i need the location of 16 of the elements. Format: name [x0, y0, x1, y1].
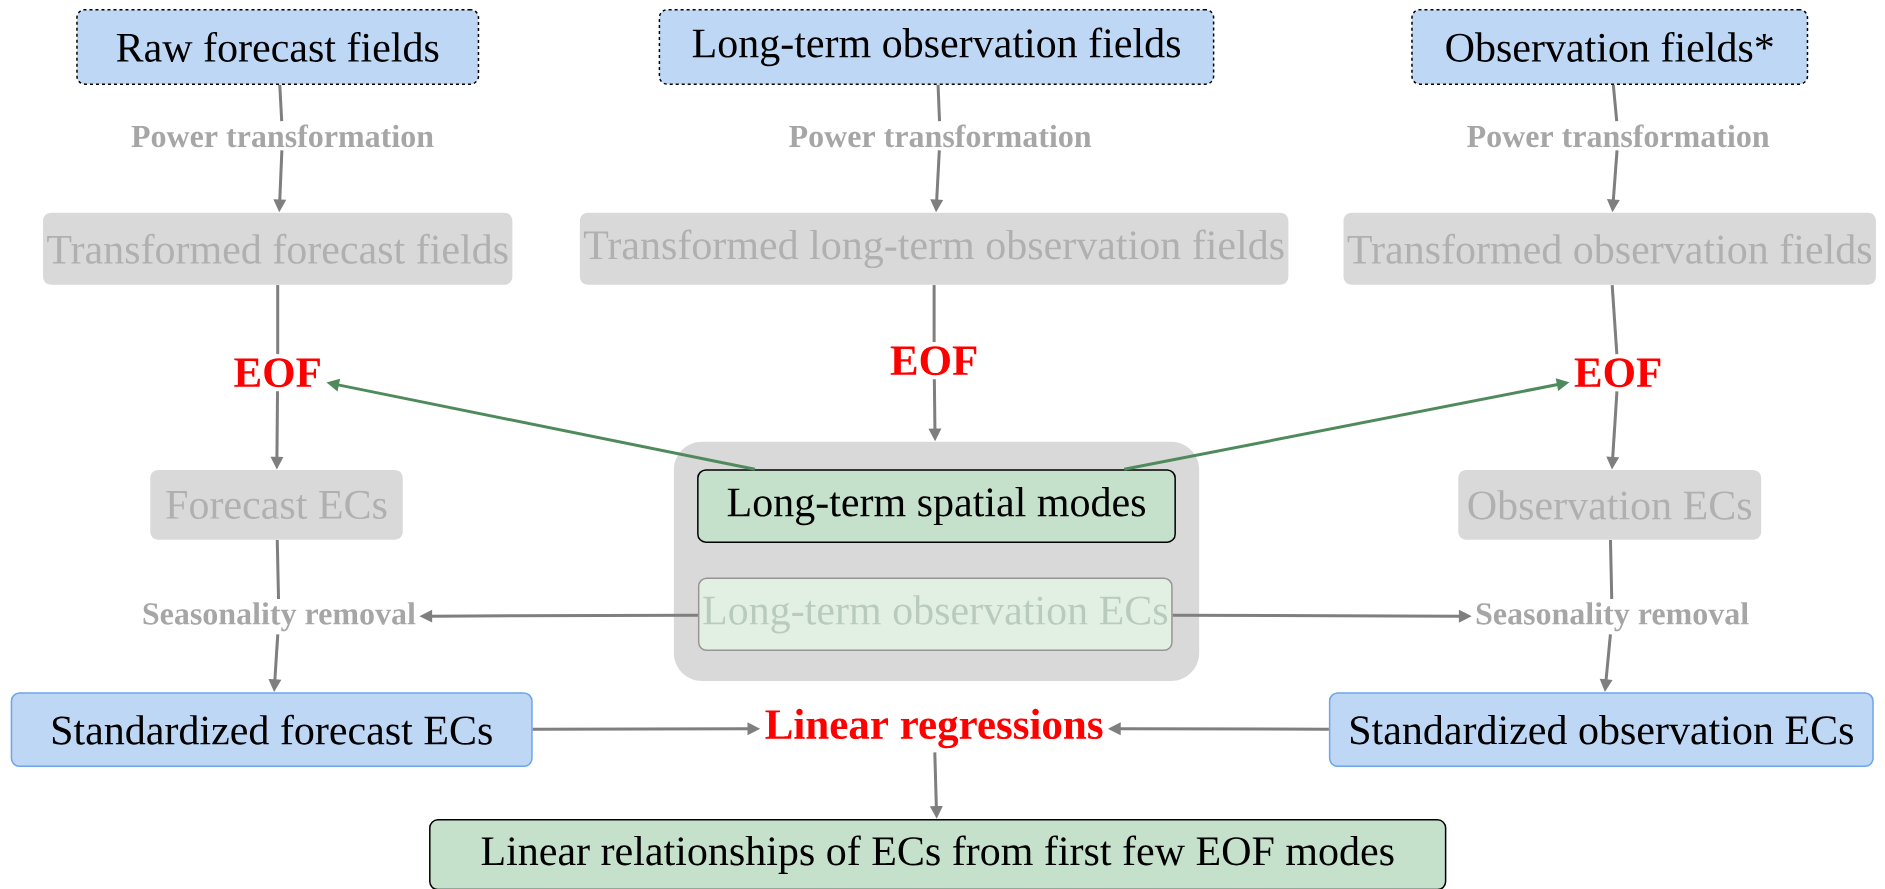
- step-label: Power transformation: [131, 124, 434, 148]
- method-label: EOF: [234, 358, 320, 388]
- input-box: Raw forecast fields: [76, 8, 480, 85]
- step-label: Seasonality removal: [1476, 602, 1749, 632]
- method-label: EOF: [1574, 358, 1661, 388]
- result-box: Linear relationships of ECs from first few EOF modes: [429, 819, 1447, 889]
- result-box: Long-term spatial modes: [697, 469, 1176, 543]
- input-box: Long-term observation fields: [658, 8, 1215, 85]
- step-label: Power transformation: [1467, 124, 1770, 148]
- method-label: EOF: [890, 346, 977, 376]
- input-box: Observation fields*: [1411, 8, 1809, 85]
- step-label: Seasonality removal: [143, 602, 416, 632]
- step-label: Power transformation: [789, 124, 1092, 148]
- output-box: Standardized forecast ECs: [10, 692, 533, 768]
- output-box: Standardized observation ECs: [1328, 692, 1874, 768]
- method-label: Linear regressions: [765, 708, 1103, 749]
